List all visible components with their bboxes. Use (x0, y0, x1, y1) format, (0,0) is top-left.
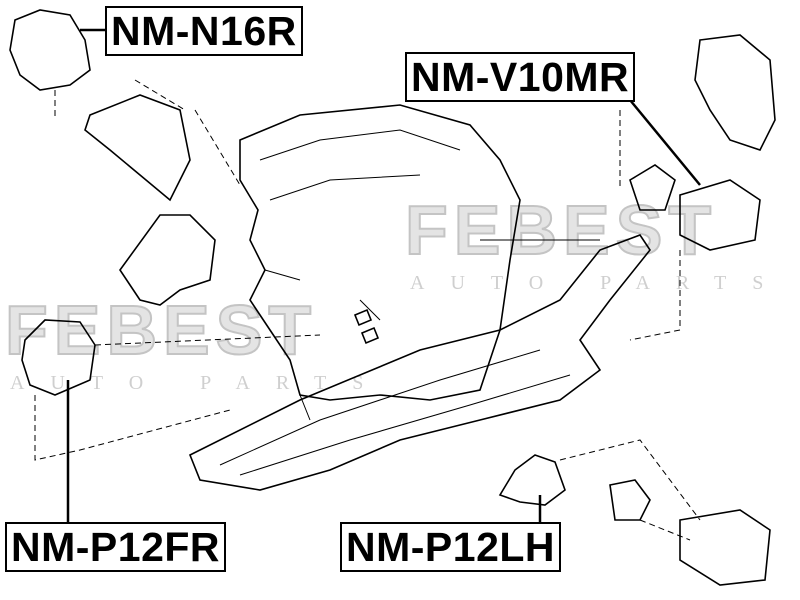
mount-v10mr-drawing (619, 34, 776, 341)
watermark-tagline-right: AUTO PARTS (410, 272, 790, 294)
watermark-logo-right: FEBEST (404, 190, 718, 270)
engine-detail (259, 129, 461, 421)
guide-lines-p12lh (559, 439, 701, 541)
bolts (353, 308, 380, 345)
watermark-logo-left: FEBEST (4, 290, 318, 370)
mount-p12lh-drawing (498, 454, 566, 506)
mount-n16r-drawing (9, 9, 241, 306)
watermark-tagline-left: AUTO PARTS (10, 372, 390, 394)
subframe-detail (219, 239, 600, 476)
part-label-nm-v10mr: NM-V10MR (405, 52, 636, 102)
subframe (188, 234, 651, 491)
guide-lines-p12fr (34, 334, 321, 461)
leader-v10mr (629, 99, 701, 186)
mount-p12fr-drawing (21, 319, 96, 396)
part-label-nm-p12lh: NM-P12LH (340, 522, 562, 572)
engine-block (239, 104, 521, 401)
bracket-p12lh-drawing (609, 479, 771, 586)
part-label-nm-n16r: NM-N16R (105, 6, 303, 56)
part-label-nm-p12fr: NM-P12FR (5, 522, 227, 572)
